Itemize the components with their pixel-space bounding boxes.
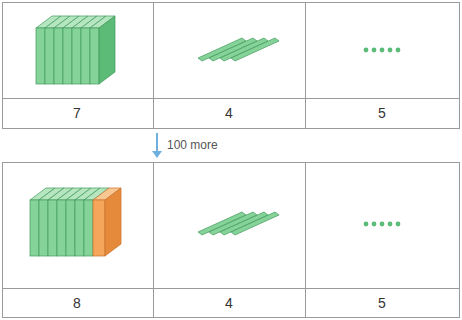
flat-face bbox=[30, 200, 39, 256]
flat-face bbox=[84, 200, 93, 256]
flat-face bbox=[36, 28, 45, 84]
table-border bbox=[3, 3, 460, 129]
one-cube bbox=[364, 222, 369, 227]
one-cube bbox=[396, 48, 401, 53]
hundreds-digit: 7 bbox=[73, 105, 81, 121]
one-cube bbox=[388, 222, 393, 227]
one-cube bbox=[388, 48, 393, 53]
one-cube bbox=[380, 48, 385, 53]
down-arrow bbox=[152, 133, 162, 158]
flat-face bbox=[93, 200, 105, 256]
table-rule bbox=[305, 3, 306, 129]
one-cube bbox=[396, 222, 401, 227]
ten-rod bbox=[231, 212, 279, 235]
tens-rods bbox=[198, 38, 279, 61]
flat-face bbox=[45, 28, 54, 84]
flat-side bbox=[105, 188, 121, 256]
ones-cubes bbox=[364, 48, 401, 53]
flat-face bbox=[57, 200, 66, 256]
flat-face bbox=[39, 200, 48, 256]
flat-face bbox=[54, 28, 63, 84]
ones-cubes bbox=[364, 222, 401, 227]
change-note: 100 more bbox=[167, 138, 218, 152]
ones-digit: 5 bbox=[378, 105, 386, 121]
arrow-shaft bbox=[156, 133, 158, 152]
one-cube bbox=[372, 222, 377, 227]
flat-face bbox=[66, 200, 75, 256]
table-rule bbox=[3, 98, 460, 99]
hundreds-flats bbox=[30, 188, 121, 256]
hundreds-flats bbox=[36, 16, 115, 84]
table-rule bbox=[153, 3, 154, 129]
flat-face bbox=[90, 28, 99, 84]
one-cube bbox=[372, 48, 377, 53]
ten-rod bbox=[231, 38, 279, 61]
flat-face bbox=[75, 200, 84, 256]
table-border bbox=[3, 163, 460, 318]
flat-face bbox=[72, 28, 81, 84]
table-rule bbox=[305, 163, 306, 318]
one-cube bbox=[364, 48, 369, 53]
flat-face bbox=[81, 28, 90, 84]
tens-rods bbox=[198, 212, 279, 235]
flat-side bbox=[99, 16, 115, 84]
flat-face bbox=[48, 200, 57, 256]
flat-face bbox=[63, 28, 72, 84]
tens-digit: 4 bbox=[225, 295, 233, 311]
arrow-head bbox=[152, 151, 162, 158]
table-grid bbox=[3, 3, 460, 318]
one-cube bbox=[380, 222, 385, 227]
ones-digit: 5 bbox=[378, 295, 386, 311]
table-rule bbox=[153, 163, 154, 318]
table-rule bbox=[3, 288, 460, 289]
base-ten-blocks bbox=[30, 16, 400, 256]
hundreds-digit: 8 bbox=[73, 295, 81, 311]
tens-digit: 4 bbox=[225, 105, 233, 121]
